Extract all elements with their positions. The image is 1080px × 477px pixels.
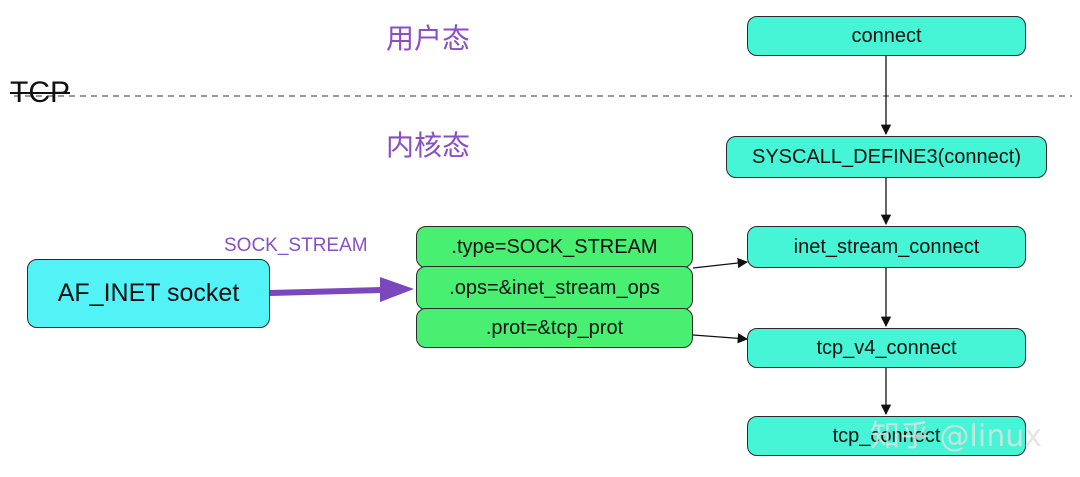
syscall-define3-node: SYSCALL_DEFINE3(connect) (726, 136, 1047, 178)
af-inet-socket-node: AF_INET socket (27, 259, 270, 328)
tcp-connect-node: tcp_connect (747, 416, 1026, 456)
inet-stream-connect-node: inet_stream_connect (747, 226, 1026, 268)
tcp-v4-connect-node: tcp_v4_connect (747, 328, 1026, 368)
boundary-label: TCP (10, 76, 70, 109)
arrow-prot-to-tcp-v4-connect (692, 333, 749, 344)
watermark: 知乎 @linux (870, 419, 1042, 454)
connect-node: connect (747, 16, 1026, 56)
arrow-ops-to-inet-stream-connect (692, 257, 749, 269)
kernel-space-label: 内核态 (386, 129, 471, 162)
socket-to-fields-arrow-shaft (267, 287, 385, 296)
user-space-label: 用户态 (386, 22, 471, 55)
field-prot-node: .prot=&tcp_prot (416, 308, 693, 348)
socket-to-fields-arrow-head (380, 277, 414, 302)
field-ops-node: .ops=&inet_stream_ops (416, 266, 693, 310)
sock-stream-edge-label: SOCK_STREAM (224, 235, 368, 256)
field-type-node: .type=SOCK_STREAM (416, 226, 693, 268)
